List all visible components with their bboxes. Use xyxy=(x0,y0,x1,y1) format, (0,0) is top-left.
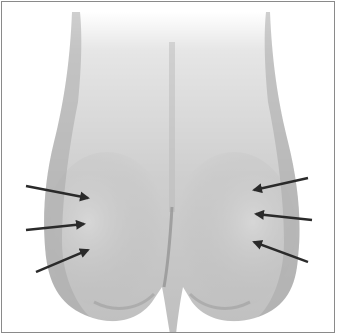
illustration xyxy=(2,2,335,333)
